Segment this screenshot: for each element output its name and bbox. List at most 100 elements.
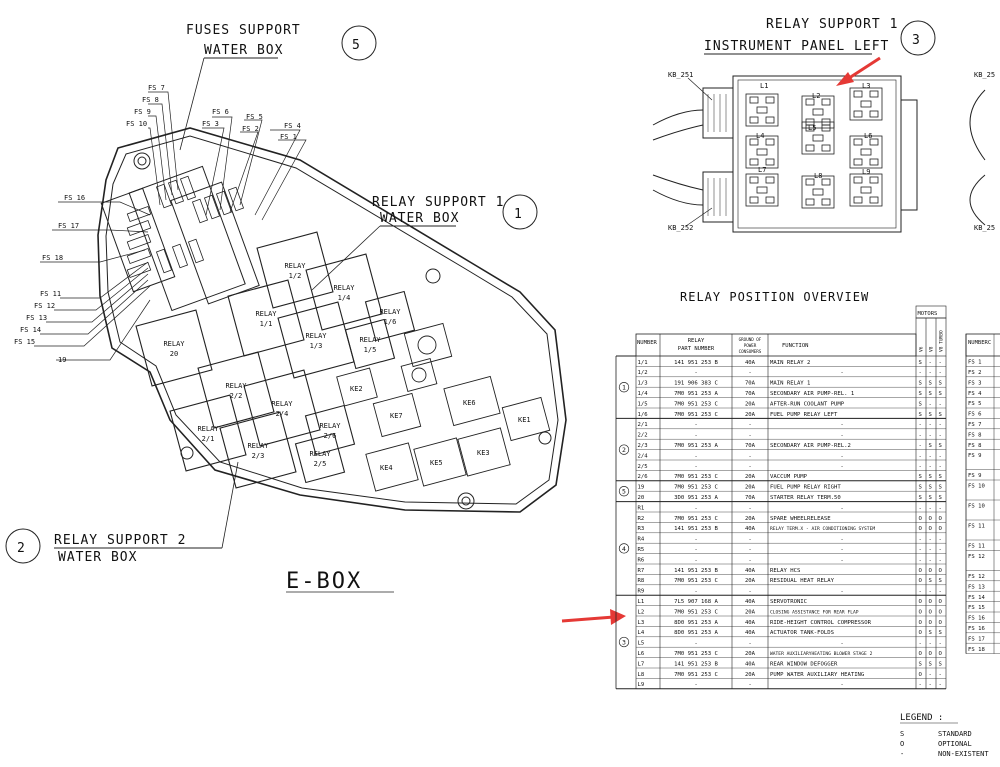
fuse-table-cell: FS 12: [968, 554, 985, 560]
fuse-table-cell: FS 3: [968, 380, 981, 386]
table-cell: -: [748, 682, 751, 688]
panel-relay-l9: L9: [862, 168, 870, 176]
ke-label: KE5: [430, 459, 443, 467]
table-cell: S: [929, 474, 932, 480]
table-cell: -: [694, 464, 697, 470]
table-cell: L9: [638, 682, 645, 688]
table-cell: 7M0 951 253 A: [674, 443, 718, 449]
svg-text:WATER BOX: WATER BOX: [58, 550, 137, 565]
red-arrow-table: [561, 609, 626, 625]
table-cell: -: [840, 682, 843, 688]
panel-relay-l6: L6: [864, 132, 872, 140]
table-cell: REAR WINDOW DEFOGGER: [770, 661, 838, 667]
table-cell: 141 951 253 B: [674, 568, 718, 574]
table-cell: -: [929, 401, 932, 407]
fuse-table-cell: FS 14: [968, 595, 985, 601]
table-cell: O: [939, 651, 943, 657]
table-cell: S: [919, 391, 922, 397]
relay-label: RELAY: [271, 400, 293, 408]
table-cell: 20A: [745, 651, 756, 657]
fuse-label-fs16: FS 16: [64, 194, 85, 202]
table-cell: O: [939, 620, 943, 626]
table-cell: MAIN RELAY 1: [770, 381, 810, 387]
table-cell: O: [939, 516, 943, 522]
table-cell: S: [939, 661, 942, 667]
panel-relay-l2: L2: [812, 92, 820, 100]
callout-relay-support-1-instrument-panel: RELAY SUPPORT 1 INSTRUMENT PANEL LEFT 3: [704, 17, 936, 56]
table-cell: -: [939, 641, 942, 647]
relay-label: RELAY: [225, 382, 247, 390]
relay-label: RELAY: [163, 340, 185, 348]
table-cell: S: [919, 661, 922, 667]
ke-label: KE3: [477, 449, 490, 457]
table-cell: -: [748, 422, 751, 428]
col-header-ground: GROUND OF: [739, 337, 762, 342]
relay-label: RELAY: [305, 332, 327, 340]
fuse-table-cell: FS 17: [968, 636, 985, 642]
table-cell: R7: [638, 568, 645, 574]
relay-number: 1/3: [310, 342, 323, 350]
table-cell: -: [840, 557, 843, 563]
fuse-label-fs1: FS 1: [280, 133, 297, 141]
table-cell: 7M0 951 253 C: [674, 609, 718, 615]
table-cell: -: [748, 464, 751, 470]
col-header-number: NUMBER: [637, 340, 658, 346]
table-cell: -: [694, 453, 697, 459]
table-cell: -: [748, 557, 751, 563]
kb252-label: KB_252: [668, 224, 693, 232]
table-cell: 7M0 951 253 C: [674, 578, 718, 584]
table-cell: S: [929, 443, 932, 449]
table-cell: 1/2: [638, 370, 648, 376]
table-cell: R5: [638, 547, 645, 553]
table-cell: -: [919, 547, 922, 553]
table-cell: 141 951 253 B: [674, 526, 718, 532]
table-cell: -: [939, 547, 942, 553]
table-cell: 20A: [745, 609, 756, 615]
table-cell: S: [939, 474, 942, 480]
fuse-table-header: NUMBERC: [968, 340, 991, 346]
relay-label: RELAY: [284, 262, 306, 270]
relay-number: 2/1: [202, 435, 215, 443]
fuse-label-fs14: FS 14: [20, 326, 41, 334]
table-cell: S: [919, 485, 922, 491]
fuse-label-fs9: FS 9: [134, 108, 151, 116]
fuse-table-cell: FS 18: [968, 647, 985, 653]
table-cell: -: [694, 422, 697, 428]
col-header-relay: RELAY: [688, 338, 705, 344]
table-cell: S: [919, 360, 922, 366]
table-cell: -: [929, 464, 932, 470]
table-cell: S: [929, 412, 932, 418]
table-cell: RIDE-HEIGHT CONTROL COMPRESSOR: [770, 620, 872, 626]
table-cell: -: [694, 370, 697, 376]
table-cell: AFTER-RUN COOLANT PUMP: [770, 401, 845, 407]
fuse-label-fs18: FS 18: [42, 254, 63, 262]
col-header-power: POWER: [744, 343, 757, 348]
table-cell: -: [748, 547, 751, 553]
relay-number: 2/2: [230, 392, 243, 400]
table-cell: -: [939, 453, 942, 459]
table-cell: 191 906 383 C: [674, 381, 718, 387]
relay-label: RELAY: [309, 450, 331, 458]
table-cell: 1/4: [638, 391, 649, 397]
table-cell: -: [919, 589, 922, 595]
table-cell: STARTER RELAY TERM.50: [770, 495, 841, 501]
svg-text:RELAY SUPPORT 2: RELAY SUPPORT 2: [54, 533, 186, 548]
table-cell: 40A: [745, 661, 756, 667]
fuse-table-cell: FS 15: [968, 605, 985, 611]
relay-number: 2/3: [252, 452, 265, 460]
table-cell: 40A: [745, 620, 756, 626]
table-cell: PUMP WATER AUXILIARY HEATING: [770, 672, 865, 678]
legend-text-dash: NON-EXISTENT: [938, 750, 989, 758]
table-cell: -: [929, 547, 932, 553]
table-cell: O: [939, 599, 943, 605]
table-cell: O: [919, 672, 923, 678]
table-cell: O: [919, 516, 923, 522]
table-cell: L1: [638, 599, 645, 605]
fuse-table-cell: FS 11: [968, 544, 985, 550]
fuse-label-fs2: FS 2: [242, 125, 259, 133]
table-cell: -: [929, 682, 932, 688]
table-cell: O: [939, 526, 943, 532]
table-cell: 70A: [745, 391, 756, 397]
